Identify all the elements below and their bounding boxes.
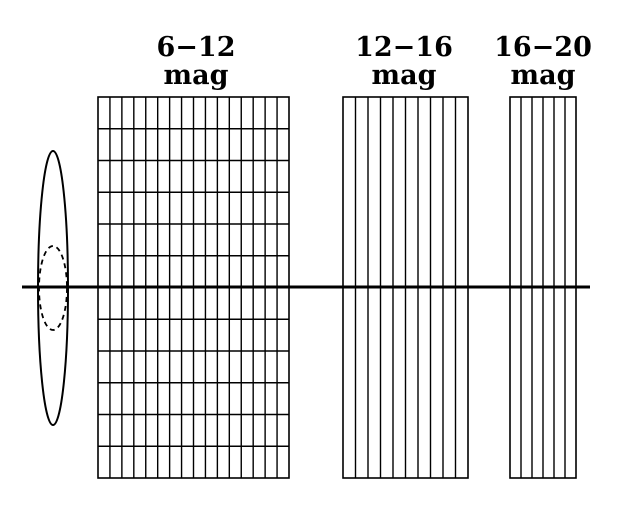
label-12-16-range: 12−16 xyxy=(355,32,453,63)
label-6-12-unit: mag xyxy=(164,60,229,91)
label-16-20-unit: mag xyxy=(511,60,576,91)
label-12-16-unit: mag xyxy=(372,60,437,91)
label-16-20-range: 16−20 xyxy=(494,32,592,63)
label-6-12-range: 6−12 xyxy=(157,32,236,63)
